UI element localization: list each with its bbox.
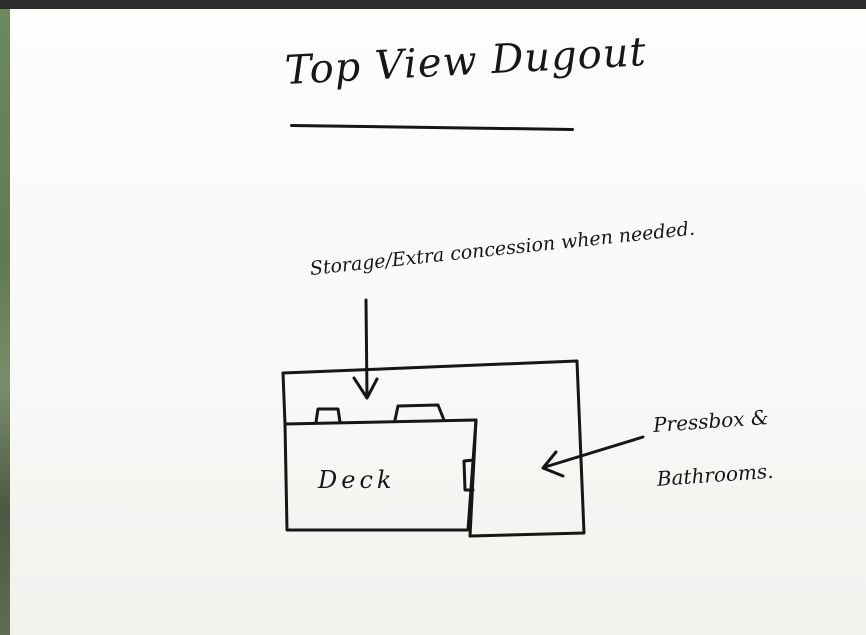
storage-arrow-shaft xyxy=(364,298,369,397)
door-deck-side xyxy=(462,458,476,492)
storage-arrow-head xyxy=(352,376,379,400)
pressbox-arrow-shaft xyxy=(543,435,645,469)
pressbox-wall xyxy=(468,418,478,538)
storage-left-wall xyxy=(281,371,287,426)
storage-outline xyxy=(281,359,586,538)
storage-divider xyxy=(283,418,478,426)
pressbox-arrow-head xyxy=(541,450,565,478)
deck-label: Deck xyxy=(318,466,396,494)
top-border xyxy=(0,0,866,9)
pressbox-note-line1: Pressbox & xyxy=(652,405,770,438)
pressbox-note-line2: Bathrooms. xyxy=(656,458,775,491)
door-right xyxy=(393,403,446,422)
door-left xyxy=(314,407,342,424)
pressbox-note: Pressbox & Bathrooms. xyxy=(651,390,775,506)
